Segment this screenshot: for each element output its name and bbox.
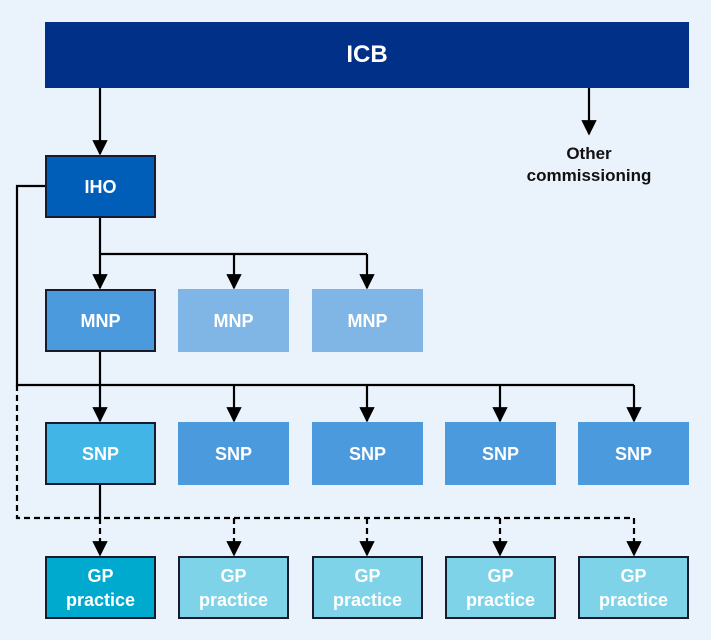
connector-iho-snp-bus [15,184,634,387]
gp-line2: practice [65,589,136,610]
other-commissioning-line1: Other [566,144,612,163]
mnp-node: MNP [45,289,156,352]
gp-practice-node: GP practice [312,556,423,619]
snp-node: SNP [312,422,423,485]
snp-node: SNP [445,422,556,485]
gp-line1: GP [354,565,381,586]
mnp-node: MNP [178,289,289,352]
gp-line2: practice [598,589,669,610]
snp-node: SNP [178,422,289,485]
gp-line1: GP [620,565,647,586]
snp-node: SNP [578,422,689,485]
iho-node: IHO [45,155,156,218]
gp-practice-node: GP practice [445,556,556,619]
gp-line2: practice [465,589,536,610]
gp-line1: GP [487,565,514,586]
gp-practice-node: GP practice [45,556,156,619]
gp-practice-node: GP practice [578,556,689,619]
other-commissioning-line2: commissioning [526,166,652,185]
gp-line1: GP [87,565,114,586]
snp-node: SNP [45,422,156,485]
gp-line2: practice [332,589,403,610]
gp-practice-node: GP practice [178,556,289,619]
connector-dashed-gp-bus [15,385,634,520]
gp-line1: GP [220,565,247,586]
icb-node: ICB [45,22,689,88]
mnp-node: MNP [312,289,423,352]
other-commissioning-label: Other commissioning [514,143,664,187]
gp-line2: practice [198,589,269,610]
